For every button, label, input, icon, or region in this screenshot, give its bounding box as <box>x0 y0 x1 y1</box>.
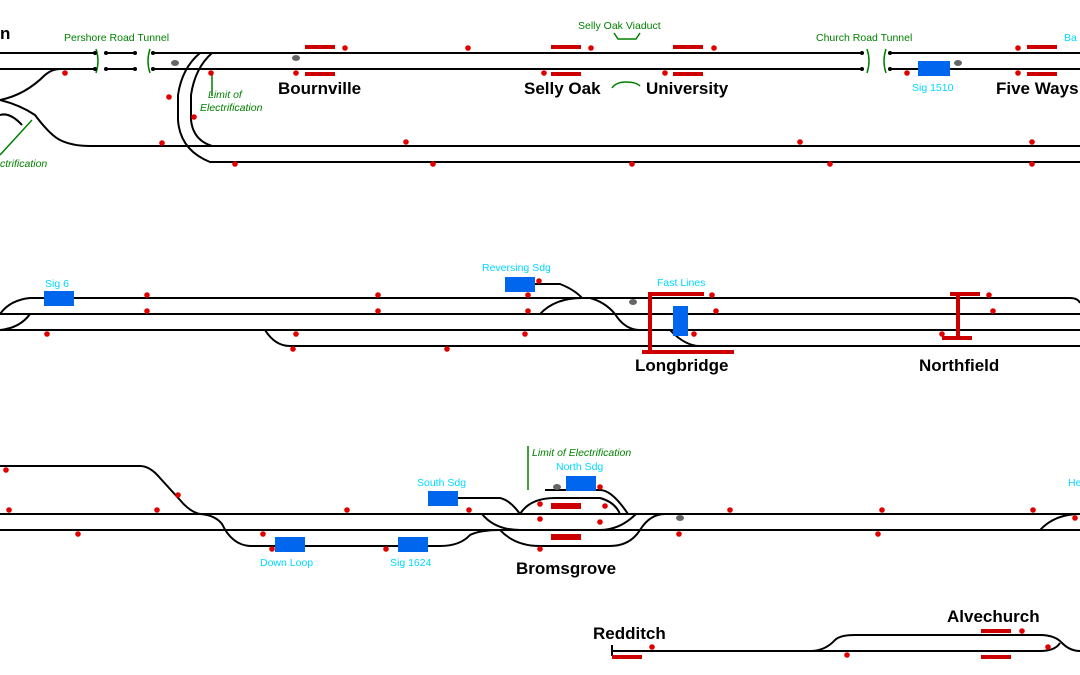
station-redditch: Redditch <box>593 624 666 643</box>
track-block-reversing-sdg <box>505 277 535 292</box>
points-marker <box>954 60 962 66</box>
track-block-north-sdg <box>566 476 596 491</box>
signals <box>62 45 1035 167</box>
track-block-sig-1510 <box>918 61 950 76</box>
signals <box>649 628 1051 658</box>
station-selly-oak: Selly Oak <box>524 79 601 98</box>
track-block-south-sdg <box>428 491 458 506</box>
station-bromsgrove: Bromsgrove <box>516 559 616 578</box>
track-lines <box>0 465 1080 547</box>
section-bromsgrove: Limit of Electrification North Sdg South… <box>0 446 1080 578</box>
tunnel-pershore-road <box>93 48 155 74</box>
track-lines <box>0 52 1080 163</box>
platforms <box>551 503 581 540</box>
track-block-sig-1624 <box>398 537 428 552</box>
track-block-fast-lines <box>673 306 688 336</box>
label-church-road-tunnel: Church Road Tunnel <box>816 32 912 44</box>
signals <box>3 467 1078 552</box>
label-reversing-sdg: Reversing Sdg <box>482 262 551 274</box>
station-name-cut: n <box>0 24 10 43</box>
station-university: University <box>646 79 729 98</box>
points-marker <box>553 484 561 490</box>
label-electrification-cut: ctrification <box>0 158 47 170</box>
track-block-down-loop <box>275 537 305 552</box>
station-longbridge: Longbridge <box>635 356 728 375</box>
points-marker <box>171 60 179 66</box>
station-northfield: Northfield <box>919 356 999 375</box>
points-marker <box>292 55 300 61</box>
section-bournville-five-ways: n Pershore Road Tunnel Selly Oak Viaduct… <box>0 20 1080 170</box>
station-bournville: Bournville <box>278 79 361 98</box>
points-marker <box>676 515 684 521</box>
label-south-sdg: South Sdg <box>417 477 466 489</box>
station-five-ways: Five Ways <box>996 79 1079 98</box>
label-limit-of: Limit of <box>208 89 243 101</box>
points-marker <box>629 299 637 305</box>
label-down-loop: Down Loop <box>260 557 313 569</box>
limit-of-electrification-markers <box>0 74 213 156</box>
selly-oak-viaduct-marker <box>611 32 641 89</box>
section-longbridge-northfield: Sig 6 Reversing Sdg Fast Lines Longbridg… <box>0 262 1080 375</box>
platforms <box>305 45 1057 76</box>
label-sig-6: Sig 6 <box>45 278 69 290</box>
label-selly-oak-viaduct: Selly Oak Viaduct <box>578 20 661 32</box>
label-pershore-road-tunnel: Pershore Road Tunnel <box>64 32 169 44</box>
label-sig-1510: Sig 1510 <box>912 82 954 94</box>
section-redditch-alvechurch: Redditch Alvechurch <box>593 607 1080 659</box>
track-block-sig-6 <box>44 291 74 306</box>
label-fast-lines: Fast Lines <box>657 277 705 289</box>
platforms <box>642 292 980 354</box>
track-lines <box>0 283 1080 347</box>
track-lines <box>611 634 1080 656</box>
label-ba-cut: Ba <box>1064 32 1077 44</box>
label-he-cut: He <box>1068 477 1080 489</box>
label-sig-1624: Sig 1624 <box>390 557 432 569</box>
tunnel-church-road <box>860 48 892 74</box>
station-alvechurch: Alvechurch <box>947 607 1040 626</box>
label-north-sdg: North Sdg <box>556 461 603 473</box>
platforms <box>612 629 1011 659</box>
label-electrification: Electrification <box>200 102 263 114</box>
signals <box>44 278 996 352</box>
label-limit-of-electrification: Limit of Electrification <box>532 447 631 459</box>
